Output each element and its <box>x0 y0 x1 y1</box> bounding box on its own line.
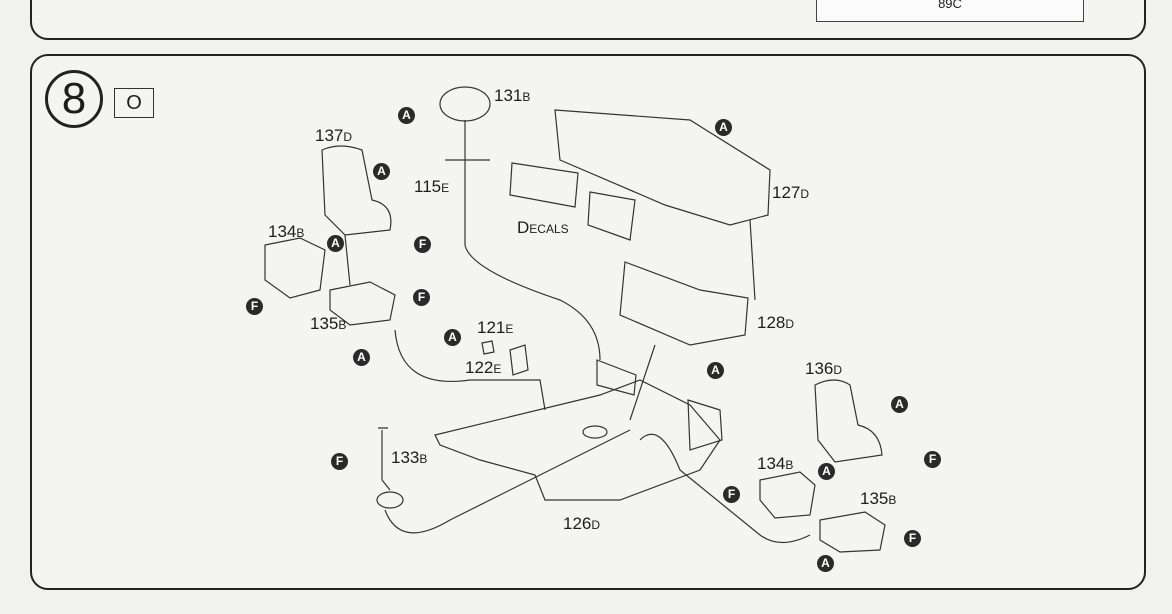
dashboard-127 <box>554 109 771 226</box>
marker-f: F <box>331 453 348 470</box>
part-label-128d: 128D <box>757 313 795 332</box>
marker-a: A <box>817 555 834 572</box>
marker-f: F <box>413 289 430 306</box>
marker-a: A <box>818 463 835 480</box>
steering-column <box>445 120 490 245</box>
firewall <box>596 359 637 396</box>
part-label-137d: 137D <box>315 126 353 145</box>
marker-a: A <box>353 349 370 366</box>
marker-f: F <box>246 298 263 315</box>
part-label-box: 89C <box>816 0 1084 22</box>
decal-1 <box>509 162 579 208</box>
part-label-135b-right: 135B <box>860 489 897 508</box>
marker-a: A <box>398 107 415 124</box>
part-label-127d: 127D <box>772 183 810 202</box>
wheel-well <box>687 399 723 451</box>
seat-base-135-left <box>329 281 396 326</box>
marker-a: A <box>891 396 908 413</box>
part-label-126d: 126D <box>563 514 601 533</box>
seat-base-134-left <box>264 237 326 299</box>
part-label-134b-left: 134B <box>268 222 305 241</box>
console-128 <box>619 261 749 346</box>
step-number: 8 <box>45 70 103 128</box>
decal-2 <box>587 191 636 241</box>
part-label-136d: 136D <box>805 359 843 378</box>
steering-wheel <box>439 86 491 122</box>
part-label: 89C <box>938 0 962 11</box>
part-label-135b-left: 135B <box>310 314 347 333</box>
marker-a: A <box>707 362 724 379</box>
step-letter-box: O <box>114 88 154 118</box>
marker-a: A <box>327 235 344 252</box>
pedal-hole <box>582 425 608 439</box>
part-label-134b-right: 134B <box>757 454 794 473</box>
marker-f: F <box>414 236 431 253</box>
shifter-133 <box>378 427 391 491</box>
marker-a: A <box>715 119 732 136</box>
decals-label: DECALS <box>517 218 569 237</box>
floor-pan-126 <box>434 379 721 501</box>
guide-lines <box>344 219 811 544</box>
pedals <box>481 340 529 376</box>
part-label-121e: 121E <box>477 318 514 337</box>
marker-f: F <box>723 486 740 503</box>
marker-f: F <box>904 530 921 547</box>
marker-f: F <box>924 451 941 468</box>
seat-137 <box>321 145 392 236</box>
part-label-131b: 131B <box>494 86 531 105</box>
part-label-115e: 115E <box>414 177 450 196</box>
seat-136 <box>814 379 883 463</box>
marker-a: A <box>444 329 461 346</box>
shifter-boot <box>376 491 404 509</box>
seat-base-134-right <box>759 471 816 519</box>
part-label-122e: 122E <box>465 358 502 377</box>
part-label-133b: 133B <box>391 448 428 467</box>
seat-base-135-right <box>819 511 886 553</box>
marker-a: A <box>373 163 390 180</box>
